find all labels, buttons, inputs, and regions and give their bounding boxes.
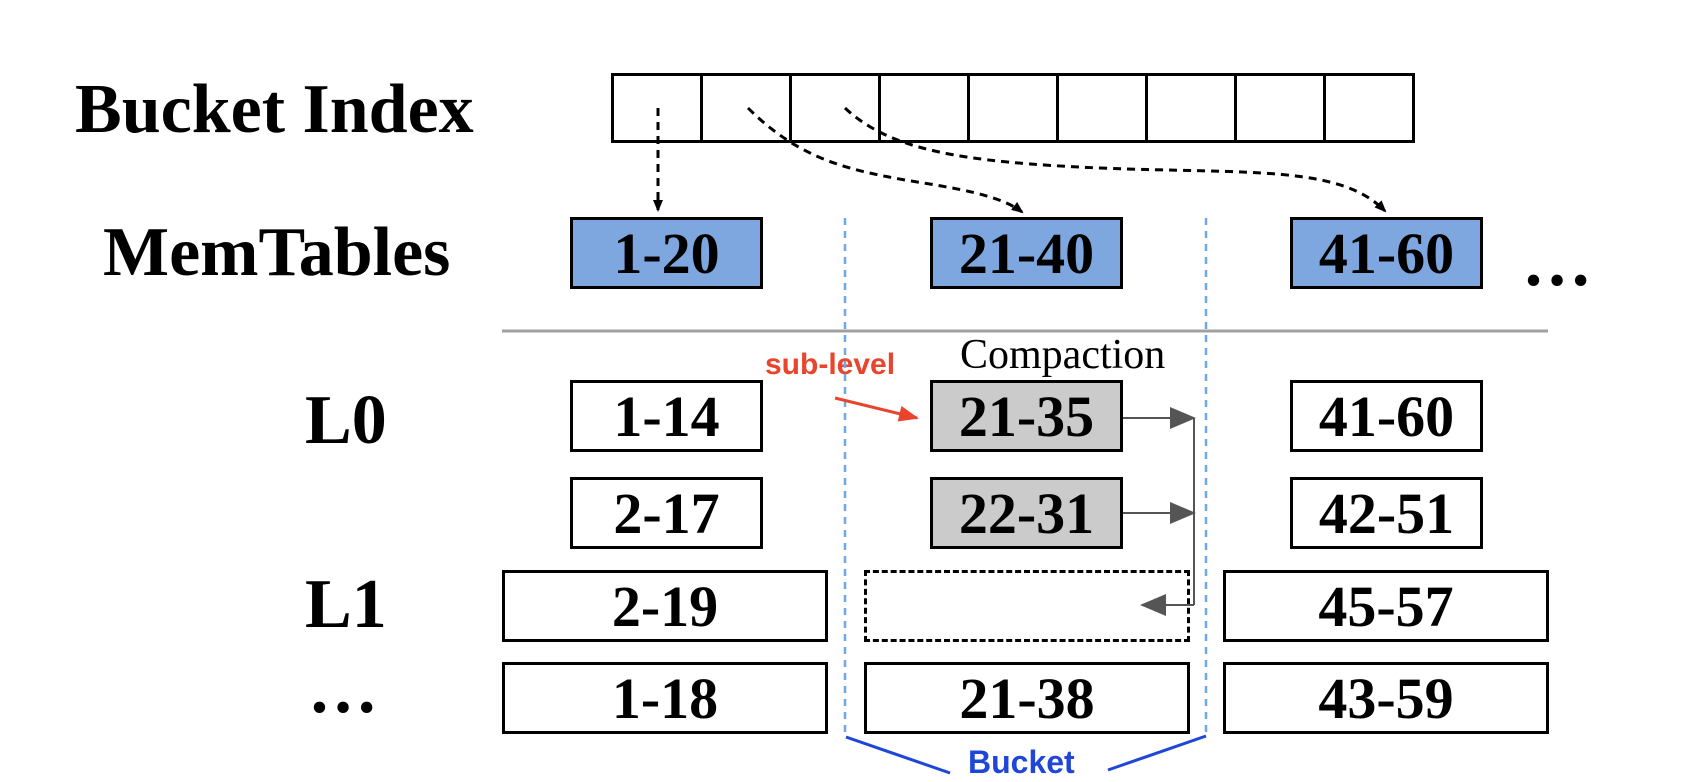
sstable-box: 45-57: [1223, 570, 1549, 642]
compaction-label: Compaction: [960, 332, 1166, 378]
bucket-index-cell: [878, 73, 970, 143]
l1-label: L1: [305, 566, 387, 643]
memtable-box: 1-20: [570, 217, 763, 289]
sstable-box: 21-38: [864, 662, 1190, 734]
sub-level-arrow: [834, 396, 919, 422]
memtable-box: 41-60: [1290, 217, 1483, 289]
sub-level-label: sub-level: [765, 348, 896, 381]
sstable-box: 43-59: [1223, 662, 1549, 734]
bucket-index-cell: [1323, 73, 1415, 143]
compaction-sstable-box: 22-31: [930, 477, 1123, 549]
more-memtables-ellipsis: …: [1522, 224, 1592, 301]
memtable-box: 21-40: [930, 217, 1123, 289]
more-levels-ellipsis: …: [308, 651, 378, 728]
sstable-box: 2-17: [570, 477, 763, 549]
sstable-box: 1-18: [502, 662, 828, 734]
l0-label: L0: [305, 382, 387, 459]
bucket-label: Bucket: [968, 744, 1075, 780]
compaction-sstable-box: 21-35: [930, 380, 1123, 452]
bucket-index-label: Bucket Index: [75, 71, 474, 148]
bucket-bracket: [845, 735, 951, 775]
sstable-box: 1-14: [570, 380, 763, 452]
index-pointer-arrow: [746, 106, 1024, 214]
bucket-index-cell: [700, 73, 792, 143]
bucket-bracket: [1107, 734, 1207, 772]
index-pointer-arrow: [843, 106, 1387, 213]
sstable-box: 42-51: [1290, 477, 1483, 549]
sstable-box: 41-60: [1290, 380, 1483, 452]
memtables-label: MemTables: [103, 214, 451, 291]
sstable-box: 2-19: [502, 570, 828, 642]
bucket-index-cell: [1056, 73, 1148, 143]
